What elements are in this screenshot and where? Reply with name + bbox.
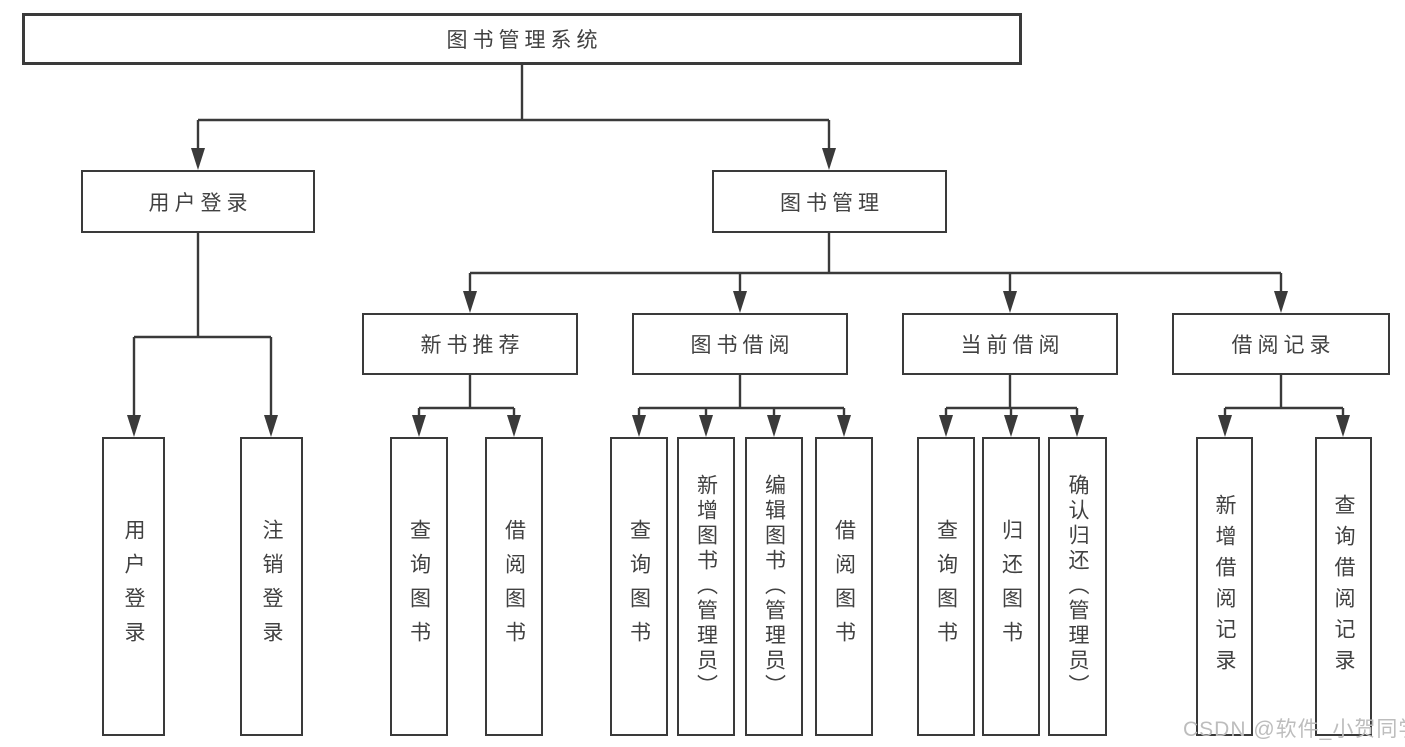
node-add-borrow-record: 新增借阅记录 — [1196, 437, 1253, 736]
node-user-login: 用户登录 — [81, 170, 315, 233]
node-current-borrowing: 当前借阅 — [902, 313, 1118, 375]
node-label: 注销登录 — [260, 518, 283, 655]
node-logout-action: 注销登录 — [240, 437, 303, 736]
node-label: 新增图书（管理员） — [694, 474, 718, 699]
node-label: 查询图书 — [627, 518, 651, 655]
node-query-borrow-record: 查询借阅记录 — [1315, 437, 1372, 736]
node-confirm-return-admin: 确认归还（管理员） — [1048, 437, 1107, 736]
node-query-books-current: 查询图书 — [917, 437, 975, 736]
node-label: 查询借阅记录 — [1332, 493, 1355, 680]
node-label: 确认归还（管理员） — [1066, 474, 1089, 699]
node-return-books: 归还图书 — [982, 437, 1040, 736]
node-label: 查询图书 — [934, 518, 958, 655]
watermark: CSDN @软件_小贺同学 — [1183, 718, 1405, 741]
node-user-login-action: 用户登录 — [102, 437, 165, 736]
node-borrowing-records: 借阅记录 — [1172, 313, 1390, 375]
node-book-management: 图书管理 — [712, 170, 947, 233]
node-label: 编辑图书（管理员） — [762, 474, 786, 699]
node-new-book-recommendation: 新书推荐 — [362, 313, 578, 375]
node-label: 归还图书 — [999, 518, 1023, 655]
node-borrow-books-recommend: 借阅图书 — [485, 437, 543, 736]
node-query-books-borrow: 查询图书 — [610, 437, 668, 736]
node-add-book-admin: 新增图书（管理员） — [677, 437, 735, 736]
node-label: 新增借阅记录 — [1213, 493, 1236, 680]
node-edit-book-admin: 编辑图书（管理员） — [745, 437, 803, 736]
node-label: 借阅图书 — [832, 518, 856, 655]
node-label: 查询图书 — [407, 518, 431, 655]
node-book-borrowing: 图书借阅 — [632, 313, 848, 375]
node-borrow-books-action: 借阅图书 — [815, 437, 873, 736]
node-library-system: 图书管理系统 — [22, 13, 1022, 65]
node-label: 用户登录 — [122, 518, 145, 655]
node-label: 借阅图书 — [502, 518, 526, 655]
node-query-books-recommend: 查询图书 — [390, 437, 448, 736]
